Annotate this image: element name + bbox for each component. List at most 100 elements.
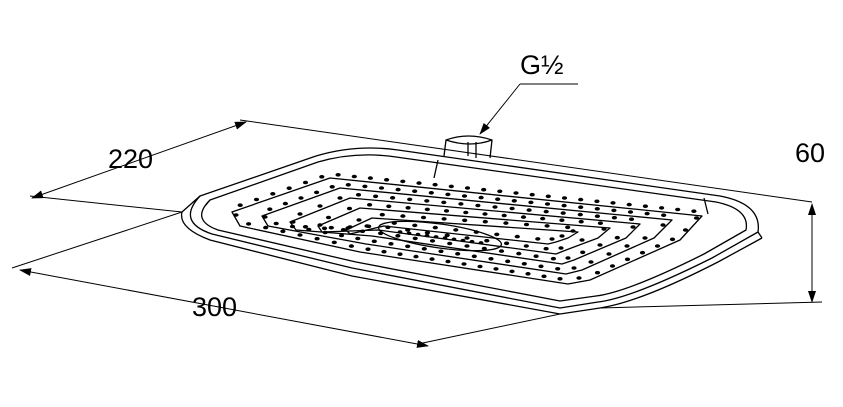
- nozzle-dot: [335, 173, 341, 177]
- nozzle-dot: [385, 225, 391, 230]
- nozzle-dot: [263, 225, 269, 230]
- nozzle-dot: [406, 231, 412, 235]
- nozzle-dot: [306, 227, 312, 232]
- nozzle-dot: [498, 249, 505, 253]
- nozzle-dot: [579, 238, 585, 242]
- nozzle-dot: [286, 186, 292, 190]
- nozzle-dot: [528, 200, 534, 205]
- nozzle-dot: [627, 210, 634, 214]
- nozzle-dot: [331, 240, 337, 245]
- callout-leader: [479, 83, 521, 135]
- nozzle-dot: [461, 194, 468, 198]
- nozzle-dot: [442, 236, 448, 240]
- nozzle-dot: [481, 246, 487, 251]
- nozzle-dot: [365, 247, 371, 251]
- nozzle-dot: [594, 199, 600, 204]
- nozzle-dot: [675, 207, 681, 212]
- length-extension-right: [417, 313, 561, 345]
- nozzle-dot: [693, 216, 700, 220]
- nozzle-dot: [356, 218, 362, 222]
- nozzle-dot: [378, 231, 384, 236]
- nozzle-dot: [233, 213, 239, 217]
- nozzle-dot: [453, 228, 459, 232]
- nozzle-dot: [691, 209, 697, 213]
- nozzle-dot: [611, 215, 618, 220]
- nozzle-dot: [478, 241, 484, 245]
- nozzle-dot: [441, 217, 447, 221]
- nozzle-dot: [328, 225, 334, 230]
- thread-size-label: G½: [520, 50, 564, 80]
- nozzle-dot: [298, 196, 304, 200]
- nozzle-dot: [386, 204, 392, 209]
- height-extension-bottom: [599, 301, 823, 309]
- nozzle-dot: [660, 223, 666, 227]
- nozzle-dot: [523, 244, 529, 248]
- nozzle-dot: [503, 221, 509, 225]
- nozzle-dot: [445, 259, 451, 264]
- width-extension-top: [239, 119, 813, 203]
- nozzle-dot: [407, 197, 413, 202]
- nozzle-dot: [561, 203, 567, 208]
- nozzle-dot: [445, 192, 451, 197]
- nozzle-dot: [412, 223, 418, 228]
- nozzle-dot: [493, 267, 499, 271]
- nozzle-dot: [367, 203, 373, 207]
- nozzle-dot: [521, 262, 527, 266]
- nozzle-dot: [443, 209, 450, 213]
- nozzle-dot: [351, 174, 357, 179]
- nozzle-dot: [337, 196, 343, 200]
- nozzle-dot: [544, 224, 550, 228]
- nozzle-dot: [610, 201, 616, 205]
- nozzle-dot: [448, 184, 454, 189]
- nozzle-dot: [421, 247, 427, 251]
- nozzle-dot: [642, 204, 649, 208]
- nozzle-dot: [609, 264, 616, 268]
- nozzle-dot: [505, 259, 511, 264]
- connector-inner: [467, 142, 477, 158]
- dimension-width: [29, 119, 813, 213]
- nozzle-dot: [495, 197, 501, 201]
- nozzle-dot: [594, 207, 600, 211]
- nozzle-dot: [424, 199, 430, 203]
- nozzle-dot: [424, 233, 430, 238]
- height-dimension-label: 60: [795, 138, 826, 168]
- nozzle-dot: [302, 180, 309, 185]
- nozzle-dot: [429, 239, 436, 243]
- nozzle-dot: [601, 227, 607, 231]
- nozzle-dot: [270, 192, 276, 196]
- thread-callout: [479, 83, 578, 135]
- nozzle-dot: [555, 267, 561, 271]
- nozzle-dot: [378, 186, 385, 190]
- nozzle-dot: [475, 203, 481, 208]
- nozzle-dot: [424, 207, 430, 212]
- nozzle-dot: [362, 184, 368, 189]
- nozzle-dot: [543, 209, 549, 214]
- left-edge: [181, 195, 201, 213]
- nozzle-dot: [488, 257, 494, 261]
- nozzle-dot: [504, 241, 510, 246]
- nozzle-dot: [290, 220, 296, 224]
- nozzle-dot: [460, 238, 466, 243]
- nozzle-dot: [302, 225, 309, 229]
- nozzle-dot: [400, 214, 406, 218]
- nozzle-dot: [497, 189, 503, 194]
- nozzle-dot: [511, 199, 517, 203]
- nozzle-dot: [478, 195, 484, 200]
- nozzle-dot: [253, 197, 260, 202]
- nozzle-dot: [395, 187, 401, 192]
- nozzle-dot: [577, 212, 583, 217]
- nozzle-dot: [469, 239, 475, 244]
- nozzle-dot: [282, 201, 288, 206]
- nozzle-dot: [381, 249, 387, 254]
- nozzle-dot: [578, 219, 584, 224]
- nozzle-ring-2: [261, 187, 673, 275]
- nozzle-dot: [535, 237, 541, 241]
- nozzle-dot: [464, 186, 471, 190]
- nozzle-dot: [338, 233, 345, 238]
- nozzle-dot: [588, 260, 594, 264]
- nozzle-dot: [482, 212, 488, 216]
- nozzle-dot: [594, 270, 601, 275]
- nozzle-dot: [561, 196, 568, 200]
- nozzle-dot: [544, 202, 551, 206]
